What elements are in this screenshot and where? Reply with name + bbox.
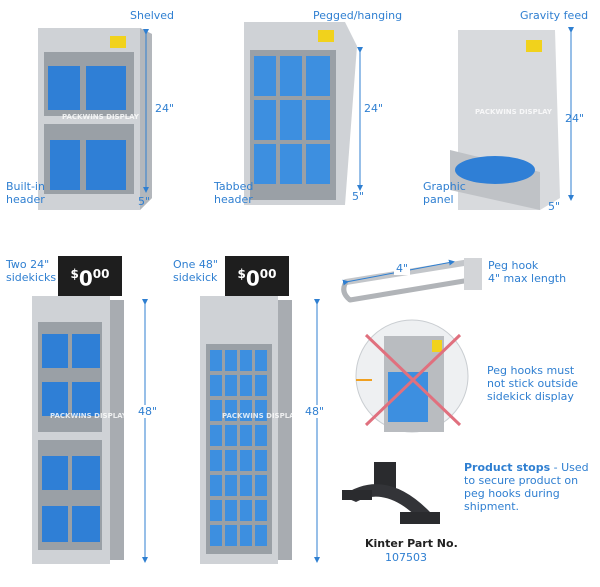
product-package [225, 425, 237, 446]
product-package [255, 450, 267, 471]
gravity-feed-display: PACKWINS DISPLAY [450, 27, 574, 210]
product-package [240, 350, 252, 371]
shelved-title: Shelved [130, 9, 175, 22]
shelved-depth: 5" [138, 195, 151, 208]
two-sidekicks-label: Two 24" sidekicks [6, 258, 57, 284]
product-stops-text: Product stops - Used to secure product o… [464, 461, 589, 513]
product-package [210, 350, 222, 371]
watermark: PACKWINS DISPLAY [222, 412, 300, 420]
part-label: Kinter Part No. [365, 537, 458, 550]
product-package [225, 350, 237, 371]
one-sidekick-label: One 48" sidekick [173, 258, 218, 284]
product-package [240, 525, 252, 546]
watermark: PACKWINS DISPLAY [475, 108, 553, 116]
pegged-note: Tabbed header [214, 180, 254, 206]
product-package [255, 525, 267, 546]
gravity-height: 24" [565, 112, 585, 125]
price-sign: $000 [225, 256, 289, 296]
product-package [255, 400, 267, 421]
one-sidekick-display: PACKWINS DISPLAY [200, 296, 320, 564]
product-package [210, 450, 222, 471]
shelved-height: 24" [155, 102, 175, 115]
pegged-display [244, 22, 363, 205]
product-package [255, 500, 267, 521]
product-package [225, 500, 237, 521]
product-package [255, 375, 267, 396]
product-package [225, 525, 237, 546]
product-package [240, 375, 252, 396]
pegged-depth: 5" [352, 190, 365, 203]
watermark: PACKWINS DISPLAY [50, 412, 128, 420]
gravity-note: Graphic panel [423, 180, 466, 206]
shelved-note: Built-in header [6, 180, 45, 206]
product-package [240, 450, 252, 471]
two-sidekicks-display: PACKWINS DISPLAY [32, 296, 148, 564]
product-package [210, 500, 222, 521]
gravity-title: Gravity feed [520, 9, 589, 22]
warning-text: Peg hooks must not stick outside sidekic… [487, 364, 579, 403]
peg-hook-illustration [341, 258, 482, 303]
watermark: PACKWINS DISPLAY [62, 113, 140, 121]
product-package [255, 350, 267, 371]
product-package [240, 400, 252, 421]
two-sidekicks-height: 48" [138, 405, 158, 418]
product-package [240, 475, 252, 496]
product-package [210, 400, 222, 421]
gravity-depth: 5" [548, 200, 561, 213]
price-sign: $000 [58, 256, 122, 296]
product-package [240, 425, 252, 446]
product-package [225, 375, 237, 396]
product-package [210, 475, 222, 496]
product-package [255, 475, 267, 496]
pegged-height: 24" [364, 102, 384, 115]
product-package [210, 525, 222, 546]
product-package [210, 375, 222, 396]
product-package [225, 475, 237, 496]
peg-hook-label: Peg hook 4" max length [488, 259, 567, 285]
pegged-title: Pegged/hanging [313, 9, 403, 22]
product-package [210, 425, 222, 446]
product-package [225, 450, 237, 471]
product-stop-illustration [342, 462, 440, 524]
peg-hook-length: 4" [394, 262, 411, 275]
product-package [225, 400, 237, 421]
product-package [255, 425, 267, 446]
product-package [240, 500, 252, 521]
shelved-display: PACKWINS DISPLAY [38, 28, 152, 210]
one-sidekick-height: 48" [305, 405, 325, 418]
part-number: 107503 [385, 551, 427, 564]
peg-hook-warning-illustration [355, 319, 469, 433]
